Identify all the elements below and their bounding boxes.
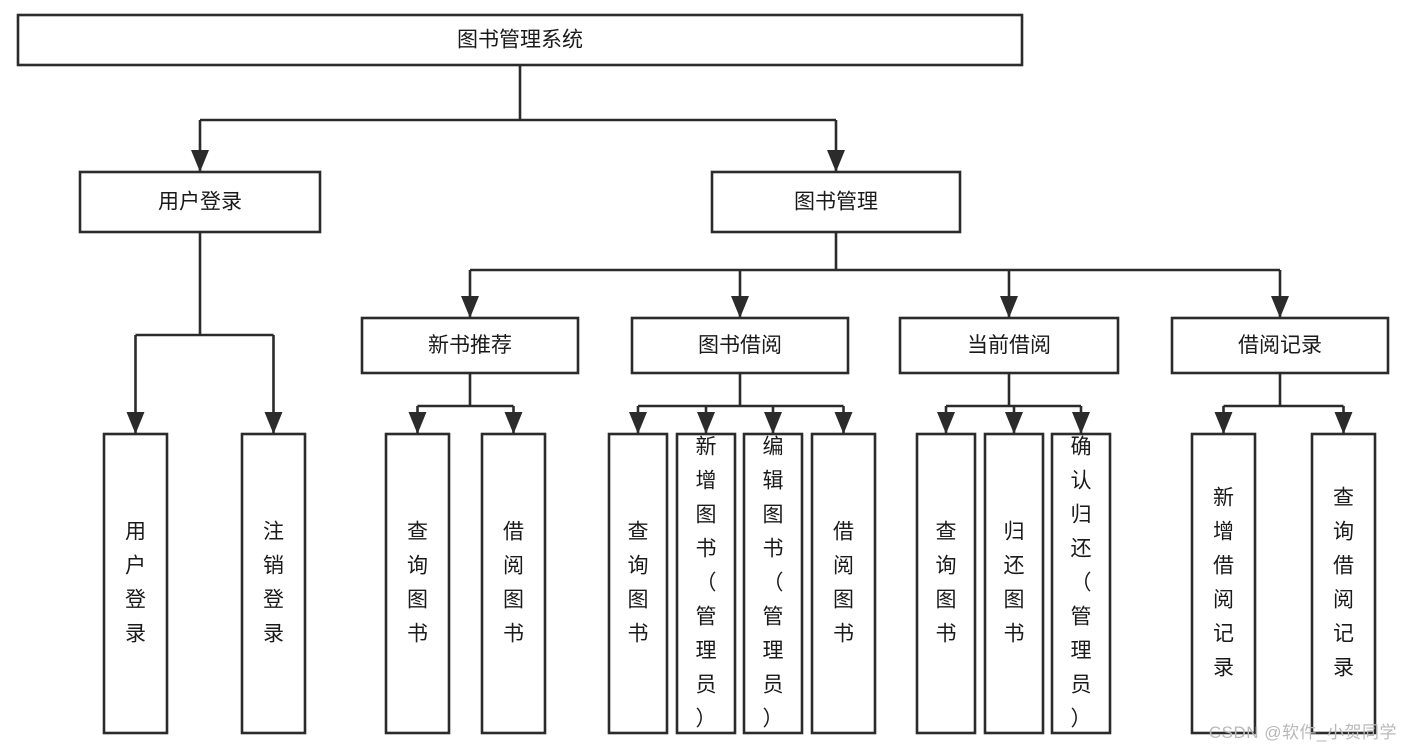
edge-bookmanage-level2-arrow-1 [731,296,749,318]
node-user-login-box[interactable] [78,170,322,234]
node-leaf-rec-search-box[interactable] [1310,432,1377,735]
node-leaf-user-login-label: 用户登录 [125,520,146,645]
node-leaf-borrow-add-box[interactable] [675,432,737,735]
node-leaf-borrow-do-label: 借阅图书 [833,520,854,645]
edge-root-level1-arrow-0 [191,150,209,172]
edge-bookmanage-level2-arrow-0 [461,296,479,318]
node-current-borrow[interactable]: 当前借阅 [898,316,1120,375]
edge-new-book-rec-leaves-arrow-1 [504,412,523,434]
node-user-login-label: 用户登录 [158,191,242,214]
node-leaf-rec-borrow-box[interactable] [480,432,547,735]
node-root-图书管理系统[interactable]: 图书管理系统 [16,13,1024,67]
node-leaf-rec-add[interactable]: 新增借阅记录 [1190,432,1257,735]
nodes-layer: 图书管理系统用户登录图书管理新书推荐图书借阅当前借阅借阅记录用户登录注销登录查询… [16,13,1390,735]
edge-current-borrow-leaves-arrow-1 [1005,412,1023,434]
edge-current-borrow-leaves-arrow-0 [937,412,955,434]
node-new-book-rec-label: 新书推荐 [428,334,512,357]
node-leaf-user-login-box[interactable] [102,432,169,735]
node-new-book-rec[interactable]: 新书推荐 [360,316,580,375]
node-book-manage-box[interactable] [710,170,962,234]
node-leaf-borrow-add-label: 新增图书（管理员） [696,435,717,730]
edge-borrow-record-leaves-arrow-1 [1334,412,1353,434]
node-leaf-borrow-query-label: 查询图书 [628,520,649,645]
edge-root-level1-arrow-1 [827,150,845,172]
edge-bookmanage-level2-arrow-2 [1000,296,1018,318]
edge-userlogin-leaves-arrow-1 [264,412,283,434]
node-leaf-rec-search-label: 查询借阅记录 [1333,486,1354,679]
edge-current-borrow-leaves-arrow-2 [1072,412,1090,434]
node-book-borrow-box[interactable] [630,316,850,375]
node-current-borrow-box[interactable] [898,316,1120,375]
node-user-login[interactable]: 用户登录 [78,170,322,234]
node-leaf-borrow-query[interactable]: 查询图书 [607,432,669,735]
edge-userlogin-leaves-arrow-0 [126,412,145,434]
edge-book-borrow-leaves-arrow-3 [834,412,853,434]
node-leaf-cur-query-label: 查询图书 [936,520,957,645]
node-leaf-rec-add-label: 新增借阅记录 [1213,486,1234,679]
node-leaf-rec-borrow-label: 借阅图书 [503,520,524,645]
node-leaf-borrow-edit[interactable]: 编辑图书（管理员） [742,432,804,735]
node-borrow-record-label: 借阅记录 [1238,334,1322,357]
node-leaf-rec-query-box[interactable] [384,432,451,735]
node-leaf-cur-return-box[interactable] [983,432,1045,735]
node-leaf-cur-confirm[interactable]: 确认归还（管理员） [1050,432,1112,735]
edge-book-borrow-leaves-arrow-2 [764,412,782,434]
node-book-borrow[interactable]: 图书借阅 [630,316,850,375]
node-leaf-cur-return[interactable]: 归还图书 [983,432,1045,735]
node-leaf-user-logout[interactable]: 注销登录 [240,432,307,735]
node-leaf-rec-search[interactable]: 查询借阅记录 [1310,432,1377,735]
edge-new-book-rec-leaves-arrow-0 [408,412,427,434]
node-leaf-borrow-do-box[interactable] [810,432,877,735]
node-leaf-rec-query[interactable]: 查询图书 [384,432,451,735]
node-leaf-rec-borrow[interactable]: 借阅图书 [480,432,547,735]
node-book-manage[interactable]: 图书管理 [710,170,962,234]
node-leaf-borrow-add[interactable]: 新增图书（管理员） [675,432,737,735]
node-leaf-user-login[interactable]: 用户登录 [102,432,169,735]
node-new-book-rec-box[interactable] [360,316,580,375]
node-book-manage-label: 图书管理 [794,191,878,214]
node-leaf-user-logout-box[interactable] [240,432,307,735]
node-leaf-cur-confirm-box[interactable] [1050,432,1112,735]
node-borrow-record[interactable]: 借阅记录 [1170,316,1390,375]
connectors-layer [126,65,1353,434]
edge-borrow-record-leaves-arrow-0 [1214,412,1233,434]
edge-bookmanage-level2-arrow-3 [1271,296,1289,318]
node-leaf-cur-confirm-label: 确认归还（管理员） [1071,435,1092,730]
node-leaf-borrow-do[interactable]: 借阅图书 [810,432,877,735]
edge-book-borrow-leaves-arrow-1 [697,412,715,434]
node-root-图书管理系统-box[interactable] [16,13,1024,67]
node-leaf-borrow-edit-label: 编辑图书（管理员） [763,435,784,730]
node-leaf-borrow-query-box[interactable] [607,432,669,735]
node-leaf-cur-return-label: 归还图书 [1004,520,1025,645]
node-leaf-rec-query-label: 查询图书 [407,520,428,645]
node-leaf-rec-add-box[interactable] [1190,432,1257,735]
node-root-图书管理系统-label: 图书管理系统 [457,29,583,52]
node-leaf-cur-query[interactable]: 查询图书 [915,432,977,735]
node-book-borrow-label: 图书借阅 [698,334,782,357]
node-leaf-cur-query-box[interactable] [915,432,977,735]
node-borrow-record-box[interactable] [1170,316,1390,375]
edge-book-borrow-leaves-arrow-0 [629,412,647,434]
node-leaf-borrow-edit-box[interactable] [742,432,804,735]
node-current-borrow-label: 当前借阅 [967,334,1051,357]
node-leaf-user-logout-label: 注销登录 [263,520,284,645]
